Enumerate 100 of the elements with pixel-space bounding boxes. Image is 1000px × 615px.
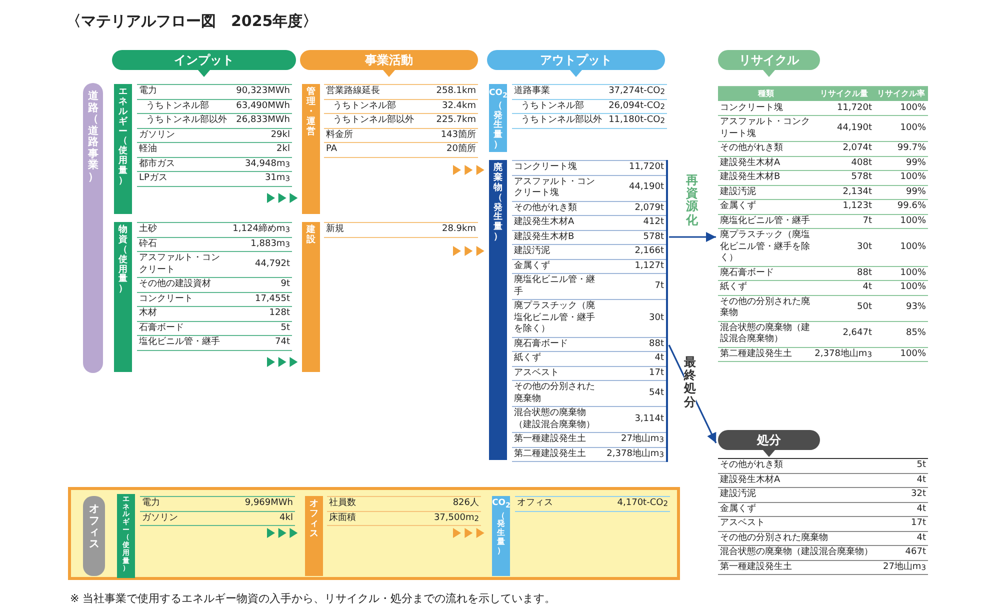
item-cell: うちトンネル部 [324,100,434,114]
item-cell: 廃石膏ボード [512,338,605,352]
category-tag: 管理・運営 [302,84,320,214]
chevron-arrow [267,193,298,203]
item-cell: アスベスト [512,366,605,381]
section-header: 処分 [718,430,820,457]
item-cell: コンクリート [137,292,231,307]
item-cell: うちトンネル部 [512,100,607,114]
value-cell: 2,079t [604,202,666,216]
data-table [137,222,292,350]
table-header-cell: 種類 [718,86,814,102]
item-cell: 軽油 [137,143,234,158]
item-cell: 廃石膏ボード [718,266,814,281]
data-table [512,84,667,128]
item-cell: 新規 [324,222,440,238]
value-cell: 100% [874,171,928,186]
value-cell: 11,720t [814,102,874,116]
item-cell: 料金所 [324,128,434,143]
chevron-arrow [453,246,484,256]
item-cell: 都市ガス [137,158,234,172]
chevron-arrow [453,528,484,538]
item-cell: 道路事業 [512,84,607,100]
value-cell: 7t [814,214,874,229]
value-cell: 826人 [432,496,481,512]
item-cell: 営業路線延長 [324,84,434,100]
item-cell: 電力 [140,496,243,512]
value-cell: 100% [874,116,928,142]
value-cell: 99% [874,186,928,200]
value-cell: 7t [604,274,666,300]
category-tag: CO$_{2}$ （発生量） [492,496,510,576]
value-cell: 30t [814,229,874,266]
item-cell: 第一種建設発生土 [718,560,881,575]
value-cell: 100% [874,229,928,266]
category-tag: 廃棄物（発生量） [489,160,507,460]
section-header: インプット [112,50,296,77]
category-pill: オフィス [83,496,105,576]
item-cell: 第二種建設発生土 [512,448,605,462]
value-cell: 412t [604,216,666,230]
data-table [512,160,668,462]
value-cell: 467t [880,546,928,560]
footnote: ※ 当社事業で使用するエネルギー物資の入手から、リサイクル・処分までの流れを示しています。 [70,591,556,606]
item-cell: 建設汚泥 [718,488,881,502]
value-cell: 85% [874,322,928,348]
value-cell: 578t [604,230,666,245]
section-header: アウトプット [487,50,665,77]
value-cell: 28.9km [440,222,478,238]
item-cell: その他の分別された廃棄物 [512,381,605,407]
data-table [718,458,928,575]
value-cell: 100% [874,266,928,281]
item-cell: 木材 [137,307,231,322]
value-cell: 258.1km [434,84,478,100]
value-cell: 20箇所 [434,143,478,158]
value-cell: 100% [874,102,928,116]
category-tag: オフィス [305,496,323,576]
value-cell: 99% [874,156,928,171]
value-cell: 32t [880,488,928,502]
value-cell: 88t [814,266,874,281]
value-cell: 90,323MWh [234,84,292,100]
item-cell: 廃プラスチック（廃塩化ビニル管・継手を除く） [718,229,814,266]
item-cell: うちトンネル部以外 [137,114,234,128]
item-cell: オフィス [515,496,616,512]
chevron-arrow [453,165,484,175]
value-cell: 32.4km [434,100,478,114]
value-cell: 578t [814,171,874,186]
item-cell: ガソリン [140,512,243,526]
item-cell: 床面積 [327,512,432,526]
data-table [140,496,295,526]
value-cell: 128t [230,307,292,322]
value-cell: 2,166t [604,245,666,260]
item-cell: 建設発生木材B [512,230,605,245]
value-cell: 408t [814,156,874,171]
item-cell: 第一種建設発生土 [512,433,605,448]
item-cell: 混合状態の廃棄物（建設混合廃棄物） [512,407,605,433]
item-cell: 金属くず [718,200,814,214]
table-header-cell: リサイクル率 [874,86,928,102]
item-cell: 混合状態の廃棄物（建設混合廃棄物） [718,322,814,348]
value-cell: 50t [814,296,874,322]
item-cell: その他がれき類 [512,202,605,216]
item-cell: 廃塩化ビニル管・継手 [718,214,814,229]
data-table [137,84,292,186]
category-tag: 物資（使用量） [114,222,132,372]
value-cell: 3,114t [604,407,666,433]
edge-label: 再資源化 [686,174,698,227]
item-cell: うちトンネル部以外 [512,114,607,128]
item-cell: PA [324,143,434,158]
category-tag: エネルギー（使用量） [114,84,132,214]
value-cell: 2,074t [814,142,874,156]
value-cell: 100% [874,281,928,296]
arrow [669,232,716,242]
item-cell: 金属くず [718,502,881,517]
item-cell: 建設汚泥 [718,186,814,200]
item-cell: 廃塩化ビニル管・継手 [512,274,605,300]
value-cell: 100% [874,348,928,362]
data-table [324,222,478,238]
data-table [718,86,928,362]
value-cell: 17t [604,366,666,381]
value-cell: 9,969MWh [242,496,295,512]
value-cell: 88t [604,338,666,352]
item-cell: 砕石 [137,238,231,252]
item-cell: うちトンネル部以外 [324,114,434,128]
